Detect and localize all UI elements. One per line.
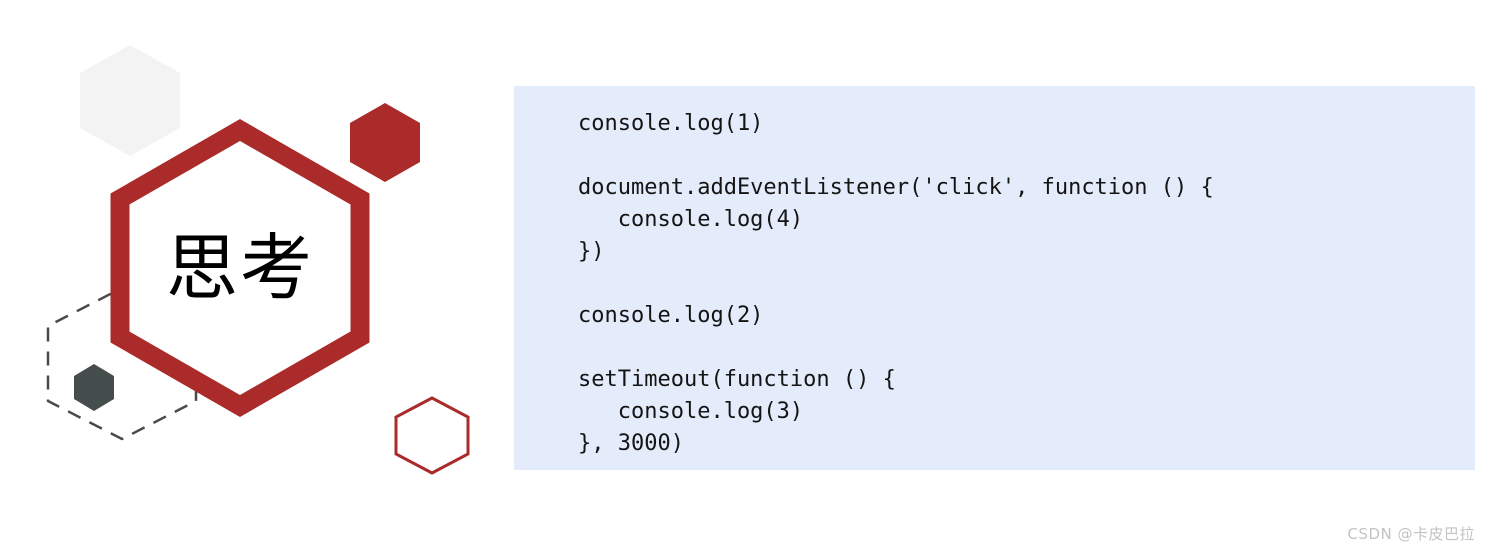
code-snippet-panel: console.log(1) document.addEventListener(… <box>514 86 1475 470</box>
code-line: console.log(2) <box>578 303 764 328</box>
hexagon-illustration: 思考 <box>0 0 500 500</box>
code-line: console.log(4) <box>578 207 804 232</box>
code-block: console.log(1) document.addEventListener(… <box>578 108 1447 460</box>
thin-red-outline-hexagon <box>394 396 470 475</box>
code-line-blank <box>578 332 1447 364</box>
code-line: setTimeout(function () { <box>578 367 896 392</box>
light-gray-hexagon <box>80 45 180 156</box>
dark-gray-hexagon <box>74 364 114 411</box>
main-red-hexagon-outline <box>110 119 370 417</box>
code-line: }, 3000) <box>578 431 684 456</box>
code-line: console.log(1) <box>578 111 764 136</box>
code-content: console.log(1) document.addEventListener(… <box>578 108 1447 460</box>
csdn-watermark: CSDN @卡皮巴拉 <box>1347 525 1475 543</box>
code-line: console.log(3) <box>578 399 804 424</box>
code-line-blank <box>578 268 1447 300</box>
solid-red-hexagon <box>350 103 420 182</box>
code-line-blank <box>578 140 1447 172</box>
code-line: }) <box>578 239 605 264</box>
hexagon-illustration-svg <box>46 45 470 475</box>
hexagon-center-label: 思考 <box>165 226 314 310</box>
code-line: document.addEventListener('click', funct… <box>578 175 1214 200</box>
